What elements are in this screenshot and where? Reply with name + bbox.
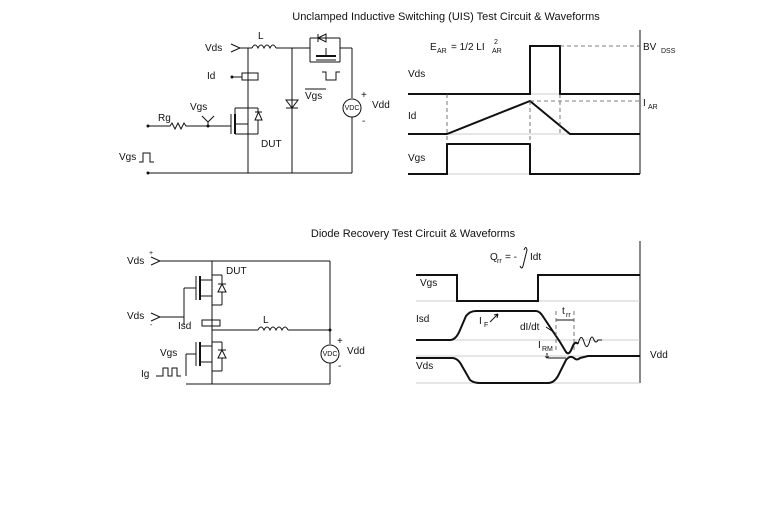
uis-wave-vds-label: Vds	[408, 69, 425, 80]
uis-eq-e: E	[430, 42, 437, 53]
uis-circuit: Vds L Id DUT Vgs Rg	[119, 31, 390, 175]
uis-vgs-label: Vgs	[190, 102, 207, 113]
diode-wave-isd-label: Isd	[416, 314, 429, 325]
irm-sub: RM	[542, 346, 553, 353]
uis-minus-label: -	[362, 116, 365, 127]
uis-vgs-bar-label: Vgs	[305, 91, 322, 102]
diode-vdc-label: VDC	[323, 351, 338, 358]
diode-waveforms: Q rr = - Idt Vgs Isd I F dI/dt t rr I RM…	[416, 241, 668, 384]
diode-vds-waveform	[416, 355, 640, 384]
uis-vdd-label: Vdd	[372, 100, 390, 111]
uis-vds-waveform	[408, 45, 640, 95]
rg-resistor-icon	[148, 121, 208, 131]
diode-inductor-icon	[257, 326, 289, 332]
trr-sub: rr	[566, 312, 571, 319]
diode-vdd-minus-label: -	[338, 361, 341, 372]
ringing-waveform	[577, 336, 602, 347]
qrr-sub: rr	[497, 258, 502, 265]
diode-dut-label: DUT	[226, 266, 247, 277]
diode-wave-vds-label: Vds	[416, 361, 433, 372]
diode-wave-vgs-label: Vgs	[420, 278, 437, 289]
uis-eq-rest: = 1/2 LI	[451, 42, 485, 53]
uis-id-waveform	[408, 99, 640, 135]
diode-vgs-waveform	[416, 274, 640, 302]
lower-body-diode-icon	[217, 348, 227, 359]
ig-pulse-icon	[156, 367, 181, 377]
uis-iar-sub: AR	[648, 104, 658, 111]
uis-bv-sub: DSS	[661, 48, 676, 55]
isd-current-probe	[201, 319, 221, 327]
uis-vds-label: Vds	[205, 43, 222, 54]
if-sub: F	[484, 322, 488, 329]
diode-minus-label: -	[150, 322, 153, 329]
vgs-bar-pulse-icon	[322, 71, 340, 81]
dut-diode-icon	[217, 282, 227, 293]
uis-eq-sup: 2	[494, 39, 498, 46]
trr-t: t	[562, 306, 565, 317]
irm-arrow-icon	[544, 353, 550, 359]
uis-bv-label: BV	[643, 42, 657, 53]
diode-vdd-label: Vdd	[347, 346, 365, 357]
uis-rg-label: Rg	[158, 113, 171, 124]
id-current-probe	[241, 72, 259, 81]
didt-label: dI/dt	[520, 322, 540, 333]
diode-l-label: L	[263, 315, 269, 326]
qrr-int: Idt	[530, 252, 541, 263]
diode-vds-plus-label: Vds	[127, 256, 144, 267]
inductor-l-icon	[251, 44, 277, 50]
qrr-eq: = -	[505, 252, 517, 263]
uis-vgs-waveform	[408, 143, 640, 175]
uis-plus-label: +	[361, 90, 367, 101]
uis-wave-id-label: Id	[408, 111, 416, 122]
uis-eq-sub: AR	[437, 48, 447, 55]
uis-eq-sub2: AR	[492, 48, 502, 55]
diode-plus-label: +	[149, 250, 153, 257]
uis-vdc-label: VDC	[345, 105, 360, 112]
diode-vdd-plus-label: +	[337, 336, 343, 347]
uis-id-label: Id	[207, 71, 215, 82]
diode-title: Diode Recovery Test Circuit & Waveforms	[311, 228, 516, 240]
uis-vgs-pulse-label: Vgs	[119, 152, 136, 163]
uis-clamp-diode-icon	[285, 99, 299, 109]
uis-iar-label: I	[643, 98, 646, 109]
didt-pointer-icon	[545, 326, 553, 332]
diode-vgs-label: Vgs	[160, 348, 177, 359]
vds-plus-terminal-icon	[150, 256, 162, 266]
body-diode-icon	[254, 110, 263, 121]
diode-ig-label: Ig	[141, 369, 149, 380]
top-diode-icon	[316, 33, 327, 43]
uis-title: Unclamped Inductive Switching (UIS) Test…	[292, 11, 600, 23]
diode-isd-waveform	[416, 310, 579, 355]
diode-circuit: Vds + DUT Vds - Isd L	[127, 250, 365, 385]
if-label: I	[479, 316, 482, 327]
uis-waveforms: E AR = 1/2 LI 2 AR Vds BV DSS Id I AR Vg…	[408, 30, 676, 175]
vds-terminal-icon	[230, 43, 242, 53]
diode-vdd-wave-label: Vdd	[650, 350, 668, 361]
qrr-q: Q	[490, 252, 498, 263]
uis-dut-label: DUT	[261, 139, 282, 150]
vgs-probe-icon	[201, 115, 215, 126]
diode-isd-label: Isd	[178, 321, 191, 332]
vgs-pulse-icon	[139, 152, 154, 163]
integral-icon	[519, 247, 528, 269]
irm-i: I	[538, 340, 541, 351]
vds-minus-terminal-icon	[150, 312, 162, 322]
uis-wave-vgs-label: Vgs	[408, 153, 425, 164]
diode-vds-minus-label: Vds	[127, 311, 144, 322]
if-arrow-icon	[489, 313, 499, 323]
uis-l-label: L	[258, 31, 264, 42]
